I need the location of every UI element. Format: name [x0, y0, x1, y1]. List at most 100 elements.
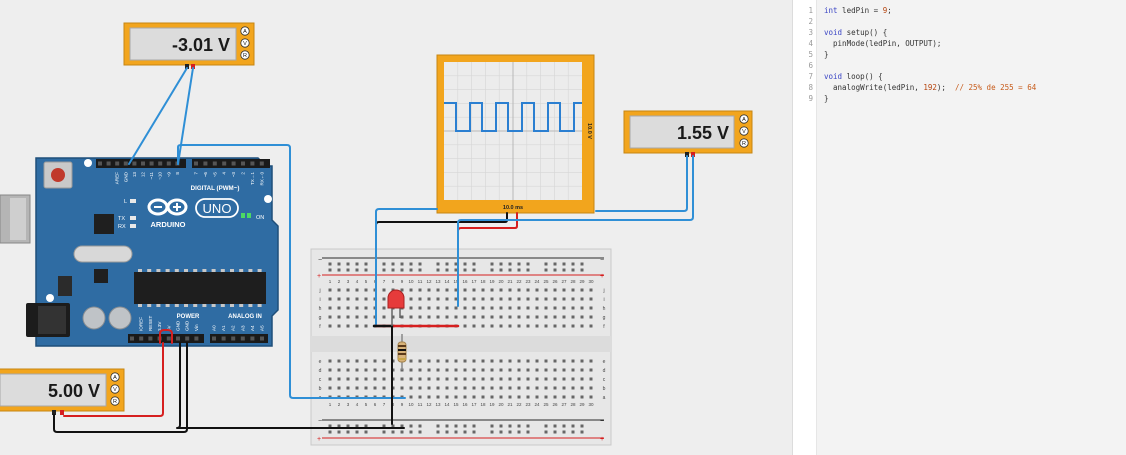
- tie-point-hole[interactable]: [589, 324, 593, 328]
- tie-point-hole[interactable]: [346, 324, 350, 328]
- multimeter-3[interactable]: 5.00 V A V R: [0, 368, 125, 415]
- tie-point-hole[interactable]: [481, 377, 485, 381]
- tie-point-hole[interactable]: [328, 359, 332, 363]
- rail-hole[interactable]: [364, 424, 368, 428]
- header-pin-hole[interactable]: [250, 336, 255, 341]
- tie-point-hole[interactable]: [517, 324, 521, 328]
- tie-point-hole[interactable]: [544, 368, 548, 372]
- power-pin-holes[interactable]: [130, 336, 264, 341]
- wire-meter2-com[interactable]: [595, 155, 688, 212]
- tie-point-hole[interactable]: [481, 297, 485, 301]
- rail-hole[interactable]: [355, 268, 359, 272]
- tie-point-hole[interactable]: [409, 306, 413, 310]
- tie-point-hole[interactable]: [445, 395, 449, 399]
- tie-point-hole[interactable]: [445, 386, 449, 390]
- multimeter-1-mode-v[interactable]: [240, 38, 250, 48]
- tie-point-hole[interactable]: [544, 324, 548, 328]
- multimeter-1-probe-pos[interactable]: [191, 64, 195, 69]
- header-pin-hole[interactable]: [166, 336, 171, 341]
- rail-hole[interactable]: [364, 262, 368, 266]
- tie-point-hole[interactable]: [526, 359, 530, 363]
- tie-point-hole[interactable]: [526, 395, 530, 399]
- tie-point-hole[interactable]: [544, 395, 548, 399]
- rail-hole[interactable]: [562, 430, 566, 434]
- rail-hole[interactable]: [355, 424, 359, 428]
- header-pin-hole[interactable]: [176, 336, 180, 341]
- tie-point-hole[interactable]: [508, 288, 512, 292]
- header-pin-hole[interactable]: [106, 161, 111, 166]
- tie-point-hole[interactable]: [436, 315, 440, 319]
- tie-point-hole[interactable]: [328, 288, 332, 292]
- tie-point-hole[interactable]: [436, 359, 440, 363]
- tie-point-hole[interactable]: [436, 395, 440, 399]
- tie-point-hole[interactable]: [517, 368, 521, 372]
- rail-hole[interactable]: [436, 424, 440, 428]
- tie-point-hole[interactable]: [382, 386, 386, 390]
- header-pin-hole[interactable]: [98, 161, 102, 166]
- tie-point-hole[interactable]: [337, 377, 341, 381]
- code-line-9[interactable]: }: [824, 94, 829, 103]
- tie-point-hole[interactable]: [409, 386, 413, 390]
- tie-point-hole[interactable]: [553, 306, 557, 310]
- tie-point-hole[interactable]: [337, 297, 341, 301]
- tie-point-hole[interactable]: [328, 324, 332, 328]
- tie-point-hole[interactable]: [463, 324, 467, 328]
- wires[interactable]: [53, 67, 694, 433]
- tie-point-hole[interactable]: [499, 315, 503, 319]
- power-header[interactable]: [128, 334, 204, 343]
- multimeter-2-probe-pos[interactable]: [691, 152, 695, 157]
- tie-point-hole[interactable]: [355, 324, 359, 328]
- tie-point-hole[interactable]: [328, 297, 332, 301]
- tie-point-hole[interactable]: [526, 288, 530, 292]
- header-pin-hole[interactable]: [158, 161, 163, 166]
- rail-hole[interactable]: [562, 262, 566, 266]
- tie-point-hole[interactable]: [373, 377, 377, 381]
- tie-point-hole[interactable]: [508, 377, 512, 381]
- tie-point-hole[interactable]: [355, 315, 359, 319]
- tie-point-hole[interactable]: [553, 288, 557, 292]
- tie-point-hole[interactable]: [418, 297, 422, 301]
- tie-point-hole[interactable]: [553, 395, 557, 399]
- tie-point-hole[interactable]: [553, 359, 557, 363]
- header-pin-hole[interactable]: [130, 336, 134, 341]
- wire-gnd-meter3[interactable]: [53, 342, 188, 433]
- tie-point-hole[interactable]: [328, 315, 332, 319]
- tie-point-hole[interactable]: [562, 324, 566, 328]
- tie-point-hole[interactable]: [472, 377, 476, 381]
- tie-point-hole[interactable]: [454, 395, 458, 399]
- resistor[interactable]: [397, 334, 407, 370]
- tie-point-hole[interactable]: [571, 306, 575, 310]
- rail-hole[interactable]: [454, 262, 458, 266]
- multimeter-3-mode-v[interactable]: [110, 384, 120, 394]
- tie-point-hole[interactable]: [382, 297, 386, 301]
- tie-point-hole[interactable]: [355, 386, 359, 390]
- tie-point-hole[interactable]: [499, 306, 503, 310]
- tie-point-hole[interactable]: [526, 324, 530, 328]
- tie-point-hole[interactable]: [364, 368, 368, 372]
- rail-hole[interactable]: [490, 268, 494, 272]
- tie-point-hole[interactable]: [454, 297, 458, 301]
- multimeter-1-mode-r[interactable]: [240, 50, 250, 60]
- tie-point-hole[interactable]: [355, 297, 359, 301]
- arduino-uno-board[interactable]: ARDUINO UNO ON L TX RX DIGITAL (PWM~) PO…: [0, 157, 279, 347]
- code-line-5[interactable]: }: [824, 50, 829, 59]
- rail-hole[interactable]: [445, 430, 449, 434]
- rail-hole[interactable]: [526, 424, 530, 428]
- tie-point-hole[interactable]: [481, 359, 485, 363]
- rail-hole[interactable]: [337, 262, 341, 266]
- tie-point-hole[interactable]: [562, 315, 566, 319]
- tie-point-hole[interactable]: [427, 288, 431, 292]
- tie-point-hole[interactable]: [463, 395, 467, 399]
- tie-point-hole[interactable]: [589, 395, 593, 399]
- tie-point-hole[interactable]: [544, 315, 548, 319]
- rail-hole[interactable]: [562, 424, 566, 428]
- header-pin-hole[interactable]: [212, 336, 216, 341]
- tie-point-hole[interactable]: [526, 297, 530, 301]
- tie-point-hole[interactable]: [580, 359, 584, 363]
- rail-hole[interactable]: [463, 262, 467, 266]
- tie-point-hole[interactable]: [580, 315, 584, 319]
- tie-point-hole[interactable]: [562, 297, 566, 301]
- header-pin-hole[interactable]: [194, 336, 199, 341]
- tie-point-hole[interactable]: [481, 368, 485, 372]
- multimeter-2[interactable]: 1.55 V A V R: [623, 110, 753, 157]
